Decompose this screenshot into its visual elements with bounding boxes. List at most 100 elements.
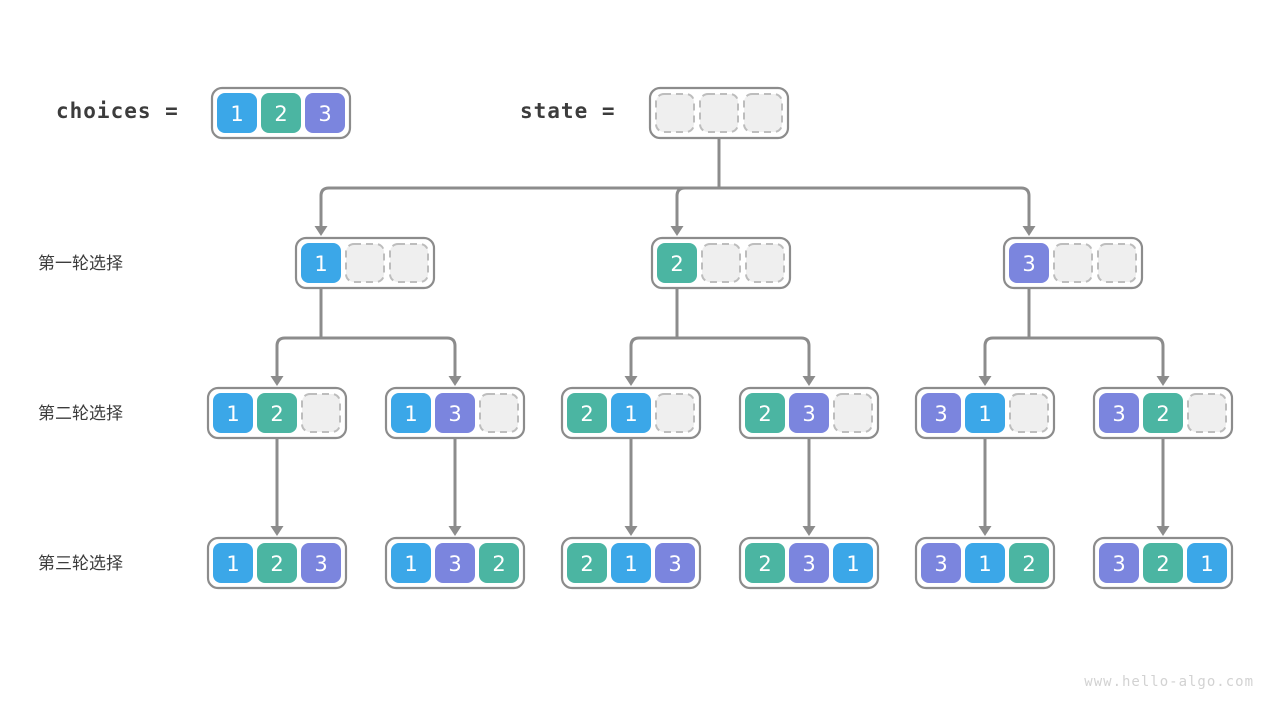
- cell-filled: [1099, 543, 1139, 583]
- cell-value: 3: [318, 102, 331, 126]
- arrow-head: [1156, 526, 1170, 536]
- cell-filled: [657, 243, 697, 283]
- choices-label: choices =: [56, 99, 179, 123]
- cell-empty: [745, 243, 785, 283]
- arrow-head: [448, 376, 462, 386]
- row-label-round-3: 第三轮选择: [38, 554, 123, 574]
- arrow-head: [670, 226, 684, 236]
- cell-filled: [745, 393, 785, 433]
- cell-filled: [611, 543, 651, 583]
- cell-filled: [965, 393, 1005, 433]
- node-n-312: 3 1 2: [914, 536, 1056, 590]
- cell-filled: [301, 543, 341, 583]
- cell-filled: [789, 543, 829, 583]
- arrow-head: [448, 526, 462, 536]
- cell-filled: [1187, 543, 1227, 583]
- cell-value: 2: [492, 552, 505, 576]
- cell-value: 1: [226, 552, 239, 576]
- cell-value: 3: [668, 552, 681, 576]
- cell-value: 3: [1112, 402, 1125, 426]
- connector: [719, 186, 1031, 226]
- cell-value: 3: [802, 402, 815, 426]
- cell-empty: [655, 393, 695, 433]
- cell-empty: [833, 393, 873, 433]
- cell-filled: [745, 543, 785, 583]
- cell-value: 2: [670, 252, 683, 276]
- cell-filled: [1009, 543, 1049, 583]
- cell-filled: [435, 543, 475, 583]
- cell-filled: [567, 543, 607, 583]
- arrow-head: [802, 376, 816, 386]
- state-label: state =: [520, 99, 616, 123]
- connector-layer: [270, 134, 1170, 536]
- cell-filled: [213, 393, 253, 433]
- cell-filled: [257, 543, 297, 583]
- cell-value: 3: [1112, 552, 1125, 576]
- arrow-head: [624, 526, 638, 536]
- cell-empty: [1053, 243, 1093, 283]
- arrow-head: [270, 376, 284, 386]
- connector: [319, 186, 719, 226]
- cell-value: 2: [270, 402, 283, 426]
- arrow-head: [1156, 376, 1170, 386]
- cell-empty: [655, 93, 695, 133]
- connector: [1029, 336, 1165, 376]
- arrow-head: [978, 376, 992, 386]
- cell-empty: [479, 393, 519, 433]
- cell-filled: [391, 393, 431, 433]
- cell-filled: [965, 543, 1005, 583]
- connector: [677, 336, 811, 376]
- cell-value: 2: [270, 552, 283, 576]
- arrow-head: [978, 526, 992, 536]
- node-n-2: 2: [650, 236, 792, 290]
- cell-value: 2: [274, 102, 287, 126]
- cell-value: 1: [978, 402, 991, 426]
- cell-value: 3: [448, 552, 461, 576]
- cell-value: 3: [934, 552, 947, 576]
- arrow-head: [270, 526, 284, 536]
- cell-value: 3: [934, 402, 947, 426]
- cell-value: 2: [758, 552, 771, 576]
- cell-value: 3: [1022, 252, 1035, 276]
- cell-value: 1: [978, 552, 991, 576]
- cell-value: 2: [1156, 402, 1169, 426]
- cell-filled: [257, 393, 297, 433]
- cell-filled: [217, 93, 257, 133]
- cell-value: 2: [1156, 552, 1169, 576]
- row-label-round-1: 第一轮选择: [38, 254, 123, 274]
- connector: [275, 336, 321, 376]
- connector: [983, 336, 1029, 376]
- cell-filled: [833, 543, 873, 583]
- cell-filled: [611, 393, 651, 433]
- cell-filled: [305, 93, 345, 133]
- cell-value: 1: [1200, 552, 1213, 576]
- node-n-1: 1: [294, 236, 436, 290]
- cell-value: 2: [1022, 552, 1035, 576]
- cell-filled: [435, 393, 475, 433]
- cell-empty: [701, 243, 741, 283]
- row-label-round-2: 第二轮选择: [38, 404, 123, 424]
- cell-filled: [1009, 243, 1049, 283]
- cell-value: 3: [448, 402, 461, 426]
- cell-empty: [345, 243, 385, 283]
- cell-value: 1: [230, 102, 243, 126]
- cell-filled: [213, 543, 253, 583]
- arrow-head: [314, 226, 328, 236]
- cell-value: 1: [846, 552, 859, 576]
- arrow-head: [624, 376, 638, 386]
- cell-value: 2: [580, 552, 593, 576]
- cell-empty: [1009, 393, 1049, 433]
- connector: [675, 186, 719, 226]
- choices-array: 1 2 3: [210, 86, 352, 140]
